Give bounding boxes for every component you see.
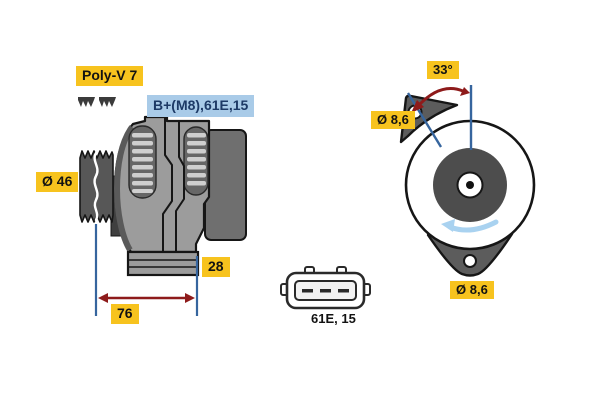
mounting-foot (126, 250, 200, 277)
terminal-label: B+(M8),61E,15 (147, 95, 255, 117)
hole-diameter-bottom-label: Ø 8,6 (450, 281, 494, 300)
vent-slots-right (183, 126, 209, 196)
mounting-hole-bottom (463, 254, 477, 268)
housing-joint (162, 118, 185, 251)
dimension-lines-side (94, 224, 199, 316)
foot-width-label: 28 (202, 257, 230, 277)
vent-slots-left (128, 125, 157, 199)
connector-pins (302, 289, 349, 293)
mounting-angle-label: 33° (427, 61, 459, 80)
angle-arc-arrow (411, 87, 470, 113)
connector-plug (280, 266, 371, 310)
front-view (399, 85, 536, 277)
drive-end-shading (113, 125, 135, 252)
belt-type-label: Poly-V 7 (76, 66, 144, 86)
shaft-center (466, 181, 474, 189)
hole-diameter-top-label: Ø 8,6 (371, 111, 415, 130)
side-view (78, 97, 247, 316)
dimension-arrow-76 (98, 293, 195, 303)
pulley-break-line (93, 151, 99, 222)
connector-label: 61E, 15 (311, 311, 356, 326)
rear-housing (204, 129, 247, 241)
length-dimension-label: 76 (111, 304, 139, 324)
pulley-diameter-label: Ø 46 (36, 172, 79, 192)
belt-profile-icon (78, 97, 116, 107)
angle-reference-lines (406, 85, 473, 150)
rotation-direction-arrow-icon (441, 219, 499, 233)
